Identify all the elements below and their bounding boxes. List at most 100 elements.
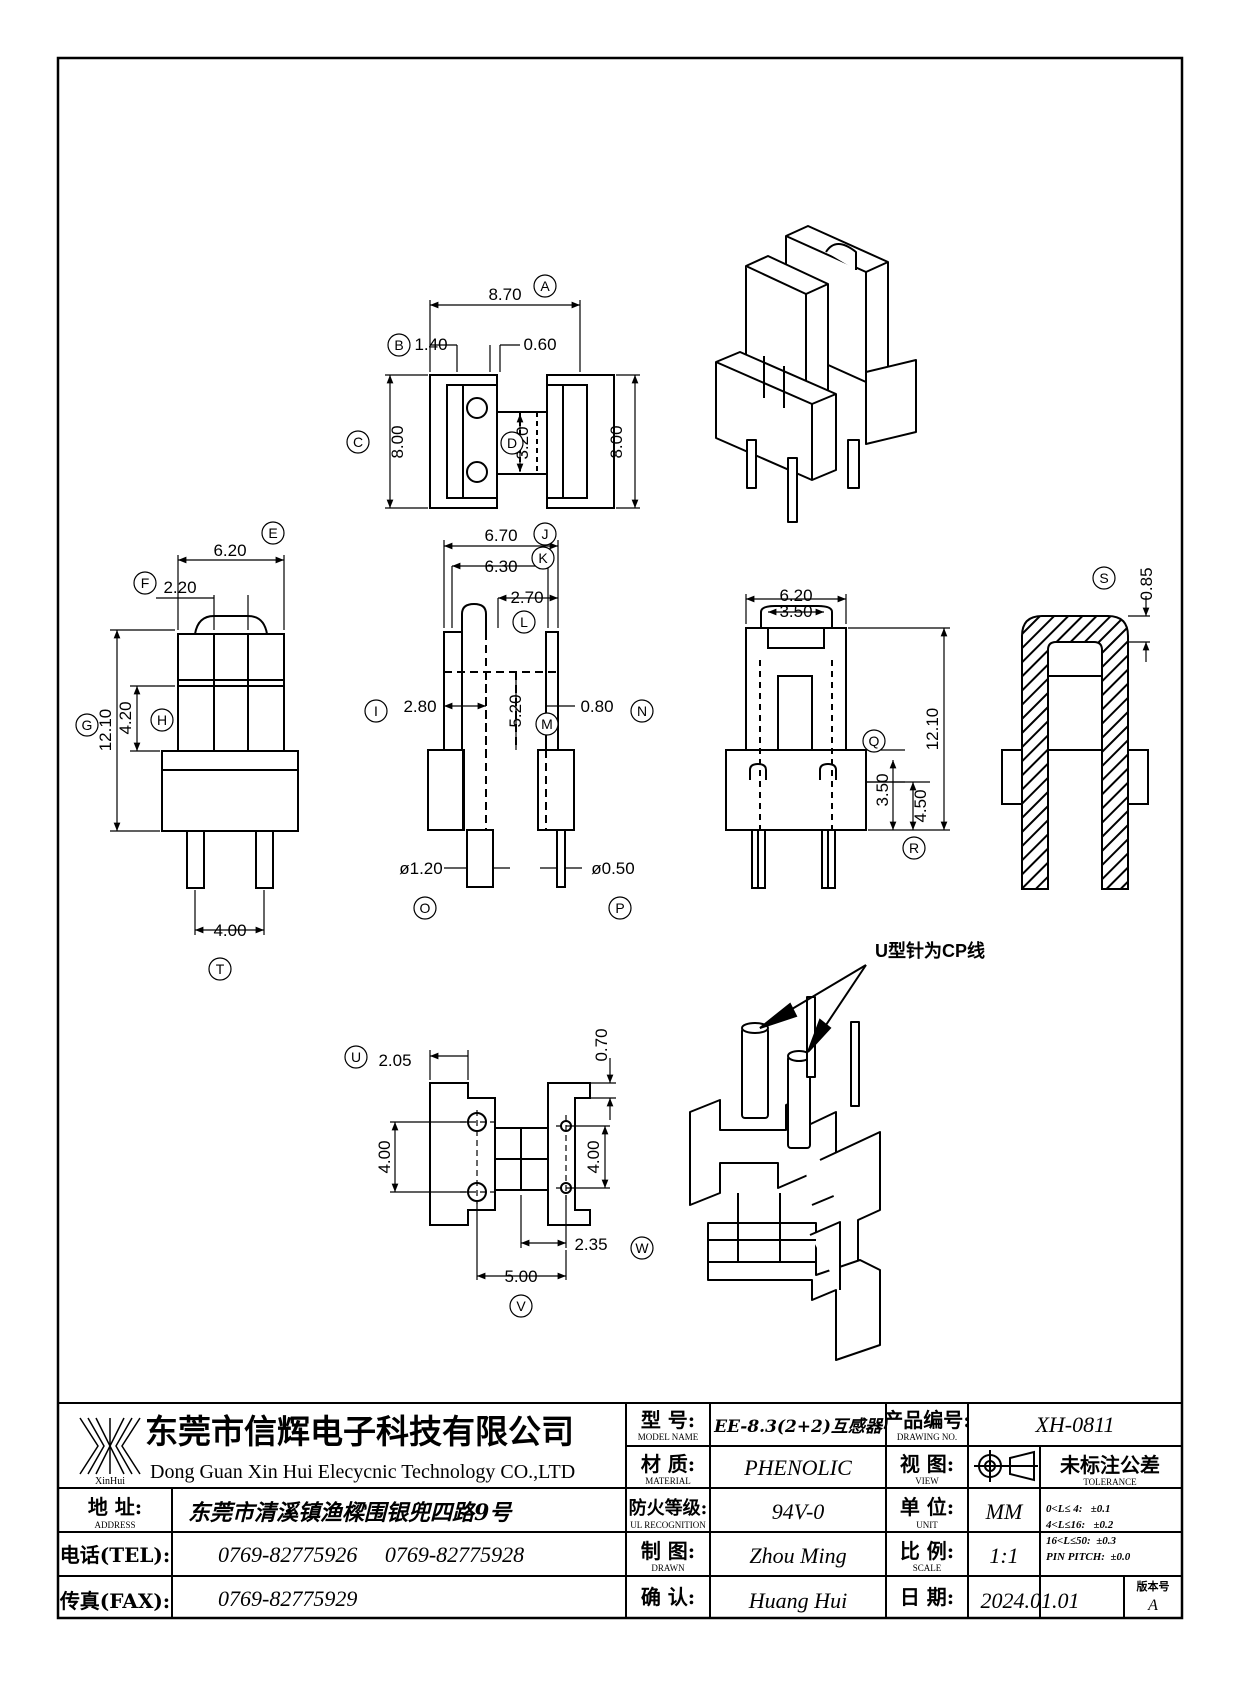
dim-R3-value: 12.10 — [923, 708, 942, 751]
tolerance-row-4: PIN PITCH: ±0.0 — [1046, 1551, 1131, 1563]
dim-R1-value: 6.20 — [779, 586, 812, 605]
bubble-r: R — [909, 840, 919, 856]
ul-sub: UL RECOGNITION — [630, 1520, 706, 1530]
dim-S-value: 0.85 — [1137, 567, 1156, 600]
bubble-l-circle — [512, 610, 536, 634]
unit-value: MM — [985, 1499, 1024, 1524]
isometric-view-top — [715, 225, 917, 523]
company-name-en: Dong Guan Xin Hui Elecycnic Technology C… — [150, 1461, 575, 1483]
bubble-p: P — [615, 900, 624, 916]
bubble-v: V — [516, 1298, 526, 1314]
dim-U-value: 2.05 — [378, 1051, 411, 1070]
dim-W-value: 2.35 — [574, 1235, 607, 1254]
drawn-value: Zhou Ming — [749, 1543, 846, 1568]
scale-value: 1:1 — [989, 1543, 1018, 1568]
bubble-o-circle — [413, 896, 437, 920]
isometric-view-bottom — [689, 996, 881, 1361]
bubble-s: S — [1099, 570, 1108, 586]
check-label: 确 认: — [641, 1585, 695, 1609]
bubble-v-circle — [509, 1294, 533, 1318]
tolerance-title: 未标注公差 — [1060, 1453, 1160, 1477]
tel-label: 电话(TEL): — [60, 1543, 171, 1567]
tolerance-row-1: 0<L≤ 4: ±0.1 — [1046, 1503, 1110, 1515]
drawing-no-sub: DRAWING NO. — [897, 1432, 957, 1442]
dim-C-value: 8.00 — [388, 425, 407, 458]
bottom-view — [390, 1050, 616, 1280]
bubble-w-circle — [630, 1236, 654, 1260]
bubble-i: I — [374, 703, 378, 719]
model-label: 型 号: — [641, 1408, 695, 1432]
dim-B-value: 1.40 — [414, 335, 447, 354]
model-value: EE-8.3(2+2)互感器 — [713, 1417, 884, 1437]
dim-E-value: 6.20 — [213, 541, 246, 560]
dim-V2-value: 4.00 — [584, 1140, 603, 1173]
bubble-q: Q — [869, 733, 880, 749]
material-label: 材 质: — [641, 1452, 695, 1476]
bubble-m-circle — [535, 712, 559, 736]
drawn-label: 制 图: — [641, 1539, 695, 1563]
scale-label: 比 例: — [900, 1539, 954, 1563]
drawing-no-value: XH-0811 — [1034, 1412, 1114, 1437]
bubble-i-circle — [364, 699, 388, 723]
dim-P-value: ø0.50 — [591, 859, 634, 878]
dim-R-value: 4.50 — [911, 789, 930, 822]
dim-Q-value: 3.50 — [873, 773, 892, 806]
dim-H-value: 4.20 — [116, 701, 135, 734]
dim-O-value: ø1.20 — [399, 859, 442, 878]
bubble-e-circle — [261, 521, 285, 545]
date-label: 日 期: — [900, 1585, 954, 1609]
material-sub: MATERIAL — [645, 1476, 691, 1486]
bubble-p-circle — [608, 896, 632, 920]
bubble-e: E — [268, 525, 277, 541]
bubble-h: H — [157, 712, 167, 728]
bubble-a: A — [540, 278, 550, 294]
note-leader-arrows — [759, 964, 867, 1053]
dim-L-value: 2.70 — [510, 588, 543, 607]
bubble-h-circle — [150, 708, 174, 732]
dim-M-value: 5.20 — [506, 694, 525, 727]
bubble-c: C — [353, 434, 363, 450]
company-name-cn: 东莞市信辉电子科技有限公司 — [145, 1412, 574, 1451]
projection-symbol-icon — [974, 1450, 1038, 1482]
bubble-t-circle — [208, 957, 232, 981]
dim-K-value: 6.30 — [484, 557, 517, 576]
ul-value: 94V-0 — [772, 1499, 825, 1524]
view-label: 视 图: — [900, 1452, 954, 1476]
bubble-n: N — [637, 703, 647, 719]
bubble-j: J — [542, 526, 549, 542]
section-view — [1001, 596, 1150, 890]
side-view — [427, 540, 582, 888]
material-value: PHENOLIC — [743, 1455, 852, 1480]
pin-note: U型针为CP线 — [875, 940, 985, 961]
sheet-border — [56, 56, 1184, 1620]
dim-N-value: 0.80 — [580, 697, 613, 716]
bubble-g: G — [82, 717, 93, 733]
bubble-q-circle — [862, 729, 886, 753]
dim-V1-value: 4.00 — [375, 1140, 394, 1173]
check-value: Huang Hui — [748, 1588, 847, 1613]
dim-A-value: 8.70 — [488, 285, 521, 304]
bubble-c-circle — [346, 430, 370, 454]
bubble-w: W — [635, 1240, 649, 1256]
version-value: A — [1147, 1597, 1158, 1614]
fax-value: 0769-82775929 — [218, 1586, 357, 1611]
dim-R2-value: 3.50 — [779, 602, 812, 621]
unit-sub: UNIT — [916, 1520, 938, 1530]
bubble-f-circle — [133, 571, 157, 595]
address-value: 东莞市清溪镇渔樑围银兜四路9号 — [188, 1500, 513, 1526]
bubble-o: O — [420, 900, 431, 916]
dim-U2-value: 0.70 — [592, 1028, 611, 1061]
address-label: 地 址: — [88, 1495, 142, 1519]
bubble-r-circle — [902, 836, 926, 860]
scale-sub: SCALE — [913, 1563, 942, 1573]
bubble-d-circle — [500, 431, 524, 455]
view-sub: VIEW — [915, 1476, 939, 1486]
dim-V-value: 5.00 — [504, 1267, 537, 1286]
bubble-u-circle — [344, 1045, 368, 1069]
bubble-k-circle — [531, 546, 555, 570]
bubble-a-circle — [533, 274, 557, 298]
dim-J-value: 6.70 — [484, 526, 517, 545]
bubble-b: B — [394, 337, 403, 353]
